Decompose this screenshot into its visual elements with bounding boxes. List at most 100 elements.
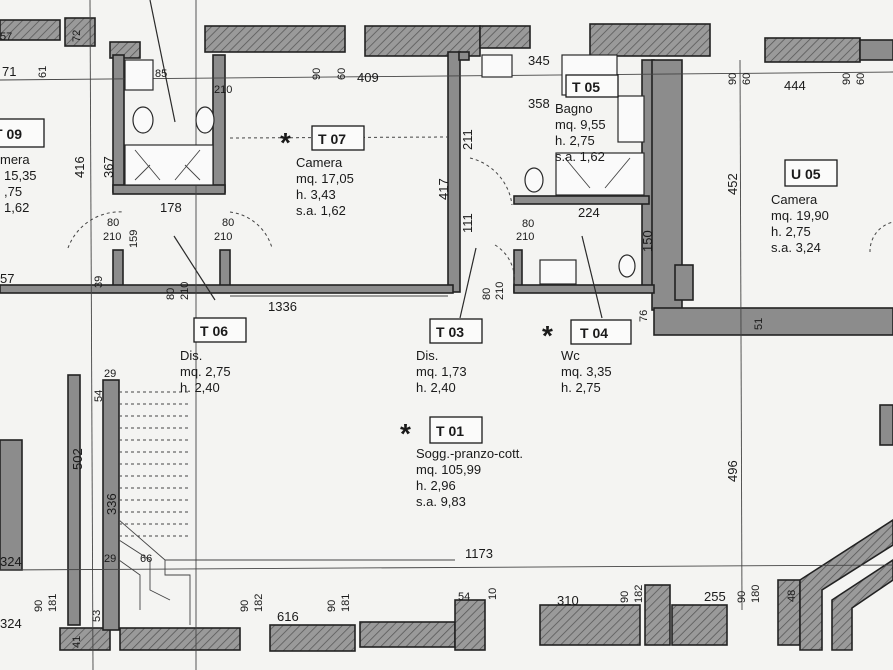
room-code: T 01	[436, 423, 464, 439]
dim-label: 210	[214, 231, 232, 243]
top-wall	[364, 25, 481, 57]
dim-label: 85	[155, 68, 167, 80]
top-wall	[204, 25, 346, 53]
dim-label: 66	[140, 553, 152, 565]
interior-wall	[219, 249, 231, 287]
room-tag	[0, 118, 45, 148]
bottom-wall	[671, 604, 728, 646]
corner-wall	[831, 559, 893, 651]
dim-label: 210	[494, 282, 506, 300]
room-t07: * T 07 Camera mq. 17,05 h. 3,43 s.a. 1,6…	[280, 125, 365, 218]
dim-label: 60	[741, 73, 753, 85]
dim-label: 57	[0, 271, 14, 286]
room-name: Bagno	[555, 101, 593, 116]
dim-label: 54	[93, 390, 105, 402]
top-wall	[859, 39, 893, 61]
dim-label: 211	[460, 129, 475, 150]
doors	[67, 0, 893, 319]
dim-label: 416	[72, 156, 87, 178]
dim-label: 210	[103, 231, 121, 243]
dim-label: 57	[0, 31, 12, 43]
room-tag	[193, 317, 247, 343]
dim-label: 210	[214, 84, 232, 96]
room-area: mq. 9,55	[555, 117, 606, 132]
room-sa: s.a. 9,83	[416, 494, 466, 509]
interior-wall	[112, 184, 226, 195]
sink	[539, 259, 577, 285]
dim-label: 39	[93, 276, 105, 288]
dim-label: 71	[2, 64, 16, 79]
sink	[124, 59, 154, 91]
top-wall	[764, 37, 861, 63]
interior-wall	[513, 284, 655, 294]
dim-label: 76	[638, 310, 650, 322]
dim-label: 180	[750, 585, 762, 603]
interior-wall	[513, 195, 650, 205]
room-height: h. 2,75	[555, 133, 595, 148]
room-height: h. 2,75	[771, 224, 811, 239]
dim-label: 60	[855, 73, 867, 85]
dim-label: 452	[725, 173, 740, 195]
room-area: mq. 1,73	[416, 364, 467, 379]
small-dims: 61 72 90 60 90 60 90 60 90 182 90 181 90…	[33, 30, 867, 648]
interior-wall	[112, 249, 124, 287]
cabinet	[617, 95, 645, 143]
dim-label: 182	[253, 594, 265, 612]
dim-label: 150	[640, 230, 655, 252]
dim-label: 345	[528, 53, 550, 68]
room-t01: * T 01 Sogg.-pranzo-cott. mq. 105,99 h. …	[400, 416, 523, 509]
room-code: T 05	[572, 79, 600, 95]
bottom-wall	[454, 599, 486, 651]
bottom-wall	[539, 604, 641, 646]
toilet	[618, 254, 636, 278]
walls	[0, 17, 893, 652]
dim-label: 48	[786, 590, 798, 602]
room-tag	[429, 318, 483, 344]
toilet	[132, 106, 154, 134]
dim-label: 417	[436, 178, 451, 200]
dim-label: 616	[277, 609, 299, 624]
right-wall	[879, 404, 893, 446]
room-height: h. 3,43	[296, 187, 336, 202]
star-marker: *	[280, 127, 291, 158]
dim-label: 80	[165, 288, 177, 300]
dimension-labels-vertical: 367 416 417 452 496 502 336 211 111 150 …	[70, 129, 765, 565]
dim-label: 182	[633, 585, 645, 603]
dim-label: 224	[578, 205, 600, 220]
stairs	[118, 391, 191, 625]
interior-wall	[674, 264, 694, 301]
dim-label: 358	[528, 96, 550, 111]
top-wall	[0, 19, 61, 41]
stair-winder	[118, 519, 191, 625]
room-height: h. 2,40	[180, 380, 220, 395]
toilet	[524, 167, 544, 193]
bidet	[195, 106, 215, 134]
room-tag	[429, 416, 483, 444]
room-code: T 07	[318, 131, 346, 147]
bottom-wall	[777, 579, 801, 646]
room-code: T 06	[200, 323, 228, 339]
dim-label: 29	[104, 553, 116, 565]
dim-label: 90	[727, 73, 739, 85]
room-area: mq. 3,35	[561, 364, 612, 379]
room-height: h. 2,40	[416, 380, 456, 395]
fixtures	[124, 54, 645, 285]
stair-wall	[67, 374, 81, 626]
top-wall	[109, 41, 141, 59]
room-area: mq. 17,05	[296, 171, 354, 186]
bottom-wall	[59, 627, 111, 651]
room-sa: 1,62	[4, 200, 29, 215]
room-area: mq. 2,75	[180, 364, 231, 379]
room-tag	[565, 74, 619, 98]
bottom-wall	[359, 621, 456, 648]
dim-label: 80	[481, 288, 493, 300]
room-u05: U 05 Camera mq. 19,90 h. 2,75 s.a. 3,24	[771, 159, 838, 255]
room-code: U 05	[791, 166, 821, 182]
room-tag	[784, 159, 838, 187]
room-height: ,75	[4, 184, 22, 199]
room-tag	[311, 125, 365, 151]
dim-label: 90	[619, 591, 631, 603]
room-area: mq. 19,90	[771, 208, 829, 223]
stair-wall	[102, 379, 120, 631]
